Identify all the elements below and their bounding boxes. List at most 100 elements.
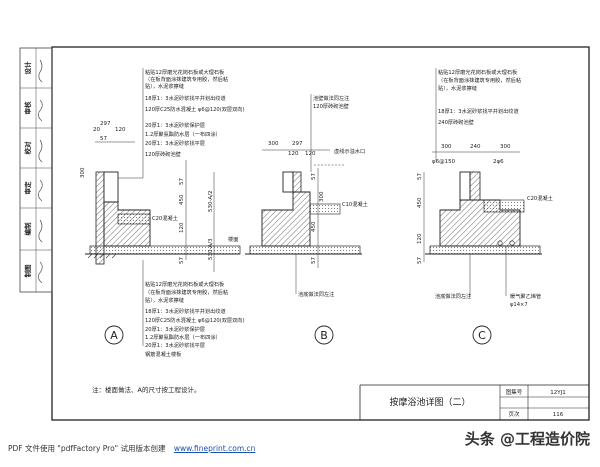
- c-top-2: （在板背面涂抹建筑专用胶，然后粘: [438, 76, 521, 84]
- a-bottom-9: 钢筋混凝土楼板: [145, 350, 182, 358]
- c-callout-letter: C: [478, 329, 486, 342]
- detail-a: 粘贴12厚磨光花岗石板或大理石板 （在板背面涂抹建筑专用胶，然后粘 贴），水泥浆…: [80, 68, 245, 358]
- a-bottom-1: 粘贴12厚磨光花岗石板或大理石板: [145, 280, 225, 288]
- a-bottom-8: 20厚1：3水泥砂浆找平层: [145, 341, 205, 349]
- b-dim-v-450: 450: [311, 221, 317, 232]
- sidebar-label-3: 校对: [23, 141, 32, 155]
- c-c20-label: C20混凝土: [527, 194, 553, 202]
- a-dim-v-120: 120: [179, 222, 185, 233]
- b-dim-v-57: 57: [311, 173, 317, 180]
- b-dim-120a: 120: [288, 151, 299, 157]
- drawing-title: 按摩浴池详图（二）: [389, 396, 470, 408]
- a-bottom-2: （在板背面涂抹建筑专用胶，然后粘: [145, 288, 228, 296]
- b-dim-297: 297: [292, 141, 303, 147]
- b-callout-letter: B: [320, 329, 328, 342]
- b-concrete-body: [261, 191, 311, 247]
- detail-b: 池壁做法同左注 120厚砖砌池壁 300 297 120 120 虚线示溢水口 …: [245, 94, 368, 345]
- b-dim-120b: 120: [305, 151, 316, 157]
- a-dim-530-a3: 530-A/3: [208, 238, 214, 260]
- title-block: 按摩浴池详图（二） 图集号 12YJ1 页次 116: [359, 384, 589, 420]
- sidebar-label-2: 审核: [23, 101, 32, 115]
- signature-mark: [38, 219, 43, 243]
- a-slab: [89, 245, 241, 255]
- a-dim-120: 120: [115, 127, 126, 133]
- a-callout-letter: A: [110, 329, 118, 342]
- c-dim-300b: 300: [500, 144, 511, 150]
- b-top-2: 120厚砖砌池壁: [313, 102, 349, 110]
- a-bottom-3: 贴），水泥浆擦缝: [145, 296, 184, 304]
- c-top-3: 贴），水泥浆擦缝: [438, 84, 477, 92]
- sidebar-signatures: 设计 审核 校对 审定 编制 制图: [19, 47, 53, 293]
- a-layer-6: 20厚1：3水泥砂浆保护层: [145, 121, 205, 129]
- c-dim-v-57: 57: [417, 173, 423, 180]
- drawing-note: 注：楼面做法、A的尺寸按工程设计。: [92, 385, 200, 394]
- page-label: 页次: [508, 410, 520, 418]
- c-rebar2-label: 2φ6: [493, 159, 504, 165]
- c-top-4: 18厚1：3水泥砂浆找平并划出纹道: [438, 107, 519, 115]
- pdf-footer-link[interactable]: www.fineprint.com.cn: [173, 444, 256, 453]
- a-layer-1: 粘贴12厚磨光花岗石板或大理石板: [145, 68, 225, 76]
- a-wall-top: [103, 171, 119, 203]
- c-dim-v-57b: 57: [417, 257, 423, 264]
- detail-a-bottom-labels: 粘贴12厚磨光花岗石板或大理石板 （在板背面涂抹建筑专用胶，然后粘 贴），水泥浆…: [142, 260, 245, 358]
- a-layer-2: （在板背面涂抹建筑专用胶，然后粘: [145, 75, 228, 83]
- signature-mark: [38, 261, 43, 284]
- c-pipe-circle: [497, 240, 503, 246]
- a-dim-v-450: 450: [179, 194, 185, 205]
- c-callout-circle: [472, 325, 492, 345]
- c-dim-240: 240: [470, 144, 481, 150]
- sidebar-label-6: 制图: [23, 264, 32, 278]
- a-floor-label: 楼面: [228, 235, 238, 243]
- b-top-1: 池壁做法同左注: [313, 94, 349, 102]
- c-pipe-label-2: φ14×7: [510, 302, 528, 308]
- sidebar-label-1: 设计: [23, 61, 32, 75]
- a-dim-v-300: 300: [80, 167, 86, 178]
- pdf-footer-text: PDF 文件使用 "pdfFactory Pro" 试用版本创建: [8, 444, 166, 453]
- a-dim-v-57: 57: [179, 178, 185, 185]
- a-bottom-7: 1.2厚聚氨酯防水层（一布四涂）: [145, 333, 221, 341]
- a-bottom-4: 18厚1：3水泥砂浆找平并划出纹道: [145, 307, 226, 315]
- a-dim-297: 297: [100, 121, 111, 127]
- a-dim-530-a2: 530-A/2: [208, 191, 214, 212]
- watermark: 头条 @工程造价院: [464, 430, 590, 448]
- c-dim-300a: 300: [441, 144, 452, 150]
- a-layer-5: 120厚C25防水混凝土 φ6@120(双层双向): [145, 105, 245, 113]
- a-layer-8: 20厚1：3水泥砂浆找平层: [145, 139, 205, 147]
- a-layer-4: 18厚1：3水泥砂浆找平并划出纹道: [145, 94, 226, 102]
- a-bottom-6: 20厚1：3水泥砂浆保护层: [145, 325, 205, 333]
- c-top-5: 240厚砖砌池壁: [438, 118, 474, 126]
- detail-c: 粘贴12厚磨光花岗石板或大理石板 （在板背面涂抹建筑专用胶，然后粘 贴），水泥浆…: [417, 68, 553, 345]
- b-overflow-label: 虚线示溢水口: [334, 147, 365, 155]
- a-dim-57: 57: [100, 136, 107, 142]
- fig-number-label: 图集号: [506, 388, 523, 396]
- sidebar-label-4: 审定: [23, 181, 32, 195]
- sidebar-label-5: 编制: [23, 222, 32, 236]
- pdf-footer: PDF 文件使用 "pdfFactory Pro" 试用版本创建 www.fin…: [8, 443, 255, 454]
- a-layer-9: 120厚砖砌池壁: [145, 150, 181, 158]
- c-pipe-label-1: 暖气聚乙烯管: [510, 292, 541, 300]
- a-c20-label: C20混凝土: [152, 214, 178, 222]
- detail-a-layer-labels: 粘贴12厚磨光花岗石板或大理石板 （在板背面涂抹建筑专用胶，然后粘 贴），水泥浆…: [110, 68, 245, 179]
- b-dim-300: 300: [268, 141, 279, 147]
- c-pipe-circle: [509, 240, 515, 246]
- b-c10-label: C10混凝土: [342, 200, 368, 208]
- c-rebar-label: φ6@150: [432, 159, 456, 165]
- a-dim-v-57b: 57: [179, 257, 185, 264]
- b-bottom-label: 池底做法同左注: [298, 290, 334, 298]
- b-dim-v-300: 300: [319, 191, 325, 202]
- b-callout-circle: [314, 325, 334, 345]
- c-top-1: 粘贴12厚磨光花岗石板或大理石板: [438, 68, 518, 76]
- c-bottom-label: 池底做法同左注: [435, 292, 471, 300]
- a-c20-fill: [117, 213, 151, 225]
- a-layer-7: 1.2厚聚氨酯防水层（一布四涂）: [145, 130, 221, 138]
- a-layer-3: 贴），水泥浆擦缝: [145, 82, 184, 90]
- a-callout-circle: [104, 325, 124, 345]
- c-dim-v-450: 450: [417, 197, 423, 208]
- b-dim-v-57b: 57: [311, 257, 317, 264]
- page-value: 116: [553, 412, 564, 418]
- signature-mark: [38, 179, 43, 202]
- signature-mark: [38, 99, 43, 122]
- signature-mark: [38, 139, 43, 163]
